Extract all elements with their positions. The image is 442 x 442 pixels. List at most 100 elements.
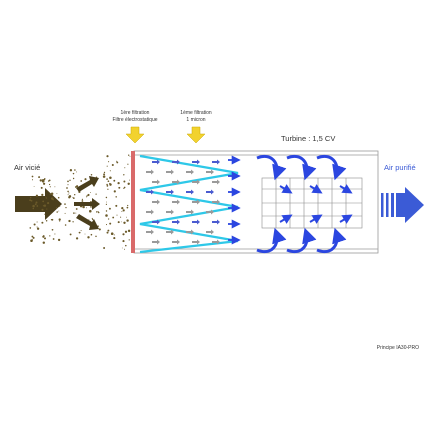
particle-dot (52, 238, 55, 240)
particle-dot (43, 237, 47, 240)
particle-dot (66, 187, 68, 189)
particle-dot (92, 218, 94, 221)
small-flow-arrow-icon (146, 209, 154, 215)
particle-dot (105, 196, 108, 199)
dirty-air-arrow-icon (76, 176, 99, 192)
small-flow-arrow-icon (146, 189, 154, 195)
particle-dot (58, 218, 61, 221)
particle-dot (107, 218, 110, 220)
purifier-housing (133, 150, 379, 254)
particle-dot (103, 173, 106, 176)
particle-dot (108, 161, 110, 163)
particle-dot (68, 195, 72, 198)
particle-dot (41, 193, 44, 196)
particle-dot (69, 169, 73, 172)
particle-dot (35, 194, 39, 197)
small-flow-arrow-icon (166, 189, 174, 195)
particle-dot (57, 196, 60, 199)
particle-dot (41, 208, 44, 211)
particle-dot (31, 235, 34, 238)
particle-dot (127, 182, 130, 185)
particle-dot (72, 172, 75, 175)
stage2-label-line1: 1ème filtration (180, 110, 212, 116)
curved-arrow-icon (256, 155, 287, 181)
particle-dot (120, 221, 122, 223)
particle-dot (57, 238, 61, 242)
small-flow-arrow-icon (146, 229, 154, 235)
particle-dot (122, 240, 125, 243)
particle-dot (87, 236, 90, 239)
particle-dot (81, 200, 84, 202)
particle-dot (129, 179, 131, 181)
particle-dot (121, 211, 123, 212)
particle-dot (124, 248, 125, 250)
particle-dot (72, 196, 74, 198)
small-flow-arrow-icon (172, 179, 180, 185)
particle-dot (49, 235, 51, 237)
particle-dot (58, 205, 61, 207)
electrostatic-filter (131, 151, 135, 253)
particle-dot (107, 180, 110, 183)
particle-dot (69, 233, 72, 236)
particle-dot (75, 212, 77, 214)
particle-dot (113, 179, 116, 182)
particle-dot (50, 219, 53, 221)
diagram-caption: Principe IA30-PRO (377, 345, 419, 351)
particle-dot (107, 229, 110, 232)
particle-dot (126, 219, 129, 222)
small-flow-arrow-icon (206, 209, 214, 215)
particle-dot (91, 217, 93, 220)
particle-dot (49, 194, 51, 196)
small-flow-arrow-icon (166, 209, 174, 215)
turbine-inner-arrows (279, 184, 353, 224)
small-flow-arrow-icon (186, 209, 194, 215)
particle-dot (124, 167, 126, 169)
particle-dot (50, 192, 54, 195)
particle-dot (76, 171, 78, 173)
particle-dot (32, 207, 35, 210)
particle-dot (105, 210, 108, 212)
small-flow-arrow-icon (212, 219, 220, 225)
stage1-down-arrow-icon (125, 126, 145, 144)
particle-dot (42, 205, 45, 207)
particle-dot (116, 214, 118, 216)
particle-dot (111, 163, 114, 167)
particle-dot (38, 176, 41, 179)
particle-dot (115, 196, 117, 198)
particle-dot (65, 206, 67, 209)
particle-dot (36, 205, 39, 207)
small-flow-arrow-icon (206, 189, 214, 195)
particle-dot (98, 228, 101, 231)
particle-dot (67, 184, 69, 186)
particle-dot (75, 208, 78, 210)
particle-dot (109, 183, 112, 186)
particle-dot (54, 233, 56, 235)
particle-dot (121, 206, 124, 210)
small-flow-arrow-icon (172, 219, 180, 225)
small-flow-arrow-icon (172, 199, 180, 205)
particle-dot (127, 163, 129, 165)
particle-dot (33, 223, 36, 226)
stage1-label-line1: 1ère filtration (121, 110, 150, 116)
particle-dot (31, 239, 34, 241)
particle-dot (74, 194, 76, 196)
stage2-label-line2: 1 micron (186, 117, 205, 123)
particle-dot (128, 239, 130, 241)
particle-dot (39, 179, 42, 182)
particle-dot (36, 227, 40, 230)
particle-dot (30, 199, 33, 202)
particle-dot (124, 230, 128, 233)
particle-dot (113, 234, 115, 236)
particle-dot (33, 186, 35, 187)
small-flow-arrow-icon (186, 169, 194, 175)
particle-dot (56, 211, 58, 213)
particle-dot (67, 190, 69, 193)
particle-dot (50, 197, 54, 200)
particle-dot (75, 237, 79, 240)
particle-dot (74, 169, 76, 171)
particle-dot (123, 180, 126, 183)
particle-dot (116, 161, 119, 164)
particle-dot (123, 186, 126, 189)
stage1-label-line2: Filtre électrostatique (112, 117, 157, 123)
